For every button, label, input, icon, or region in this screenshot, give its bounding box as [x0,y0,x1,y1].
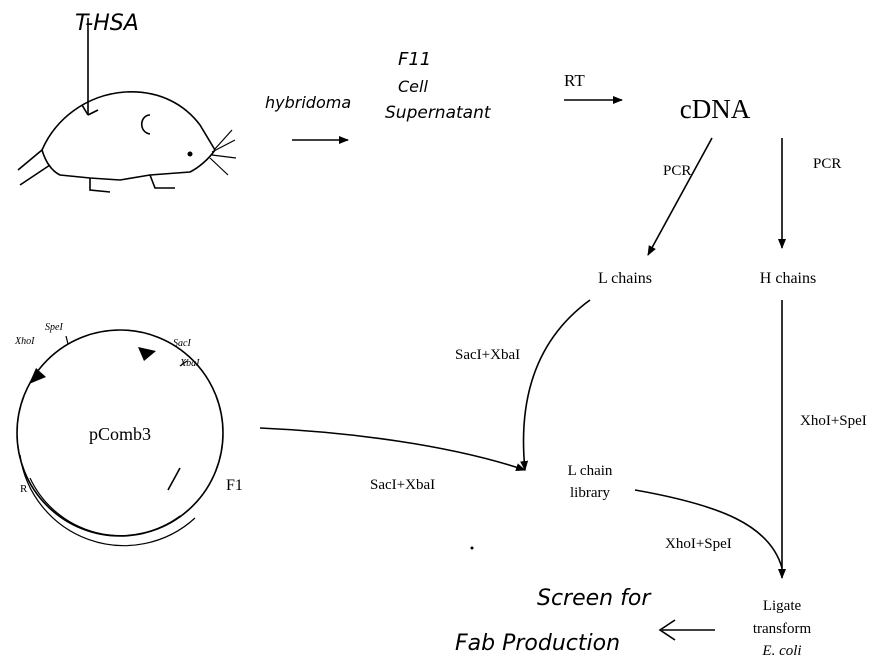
svg-text:transform: transform [753,621,812,637]
pcr-left-arrow [647,137,713,256]
plasmid-to-library-arrow [259,427,526,471]
stray-dot [470,546,474,550]
pcr-right-label: PCR [813,156,841,172]
mouse-drawing: T-HSA [17,11,237,193]
r-label: R [20,483,28,495]
svg-text:E. coli: E. coli [761,643,801,659]
svg-text:Supernatant: Supernatant [385,103,492,123]
l-chains-to-library-arrow [520,299,591,471]
l-chain-library-label: L chain library [568,463,613,501]
xhospe-lower-label: XhoI+SpeI [665,536,732,552]
spei-site: SpeI [45,322,63,333]
screen-label: Screen for Fab Production [455,586,652,656]
f1-label: F1 [226,477,243,494]
svg-text:library: library [570,485,610,501]
sacxba-upper-label: SacI+XbaI [455,347,520,363]
svg-text:Ligate: Ligate [763,598,802,614]
pcr-left-label: PCR [663,163,691,179]
svg-text:Fab Production: Fab Production [455,631,620,656]
xhospe-right-label: XhoI+SpeI [800,413,867,429]
svg-text:Cell: Cell [398,77,428,96]
plasmid-name: pComb3 [89,424,151,444]
rt-label: RT [564,71,585,90]
hybridoma-label: hybridoma [265,93,351,112]
sacxba-lower-label: SacI+XbaI [370,477,435,493]
xbai-site: XbaI [179,358,200,369]
xhoi-site: XhoI [14,336,35,347]
ligate-label: Ligate transform E. coli [753,598,812,659]
saci-site: SacI [173,338,191,349]
l-chains-label: L chains [598,270,652,287]
plasmid-pcomb3: pComb3 F1 R XhoI SpeI SacI XbaI [14,322,243,547]
svg-text:F11: F11 [398,49,431,70]
screen-arrowhead [658,619,676,641]
h-chains-label: H chains [760,270,816,287]
svg-text:Screen for: Screen for [537,586,652,611]
cdna-label: cDNA [680,94,751,124]
svg-text:L chain: L chain [568,463,613,479]
supernatant-label: F11 Cell Supernatant [385,49,492,123]
mouse-label: T-HSA [75,11,139,36]
library-to-ligate-curve [634,489,783,569]
